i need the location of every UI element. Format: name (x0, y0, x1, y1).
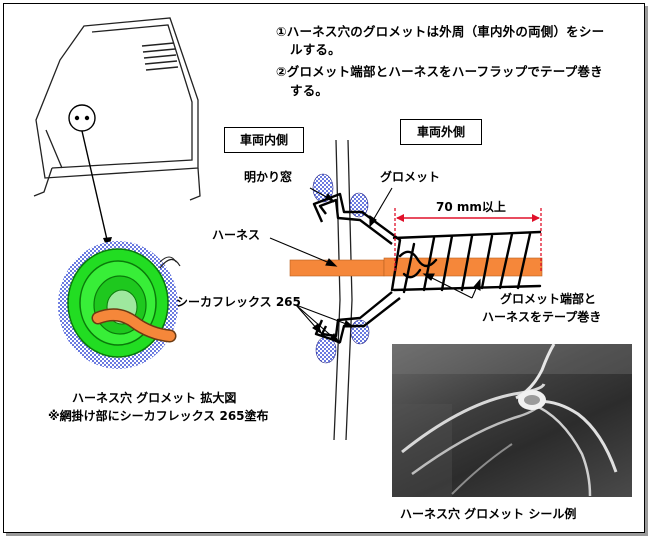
enlarged-harness-cable (91, 308, 177, 343)
instruction-line-1: ①ハーネス穴のグロメットは外周（車内外の両側）をシー (276, 24, 605, 39)
vehicle-outline (33, 17, 201, 201)
exterior-side-label: 車両外側 (400, 119, 482, 145)
grommet-label: グロメット (380, 170, 441, 184)
sealant-label: シーカフレックス 265 (176, 295, 301, 309)
instruction-line-2: ②グロメット端部とハーネスをハーフラップでテープ巻き (276, 64, 603, 79)
leader-arrow (81, 130, 112, 250)
label-leaders (269, 187, 481, 345)
taped-label-2: ハーネスをテープ巻き (482, 310, 602, 324)
interior-side-label: 車両内側 (224, 127, 304, 153)
length-label: 70 mm以上 (436, 200, 506, 214)
panel-wall (333, 139, 353, 441)
harness-label: ハーネス (212, 228, 261, 242)
taped-label-1: グロメット端部と (500, 292, 597, 306)
instruction-line-1b: ルする。 (290, 42, 341, 57)
tape-wrap (390, 230, 542, 294)
grommet-section (312, 192, 401, 344)
dimension-70mm (394, 208, 542, 272)
seal-example-photo (392, 344, 632, 497)
vent-slots (141, 42, 179, 71)
instruction-line-2b: する。 (290, 83, 329, 98)
enlarged-caption-2: ※網掛け部にシーカフレックス 265塗布 (48, 409, 269, 423)
enlarged-caption-1: ハーネス穴 グロメット 拡大図 (72, 391, 237, 405)
photo-caption: ハーネス穴 グロメット シール例 (400, 507, 577, 521)
photo-content (392, 344, 632, 497)
harness-hole-marker (68, 104, 96, 132)
enlarged-grommet (58, 241, 181, 369)
window-label: 明かり窓 (244, 170, 293, 184)
